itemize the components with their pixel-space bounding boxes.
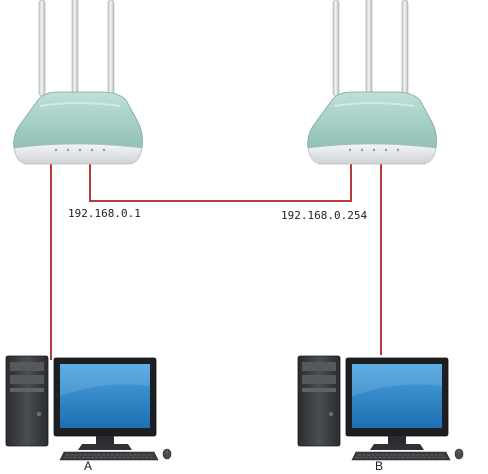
computer-a-icon (5, 355, 172, 461)
computer-b-icon (297, 355, 464, 461)
router-left-icon (12, 0, 144, 165)
cable-between-routers (89, 160, 352, 202)
computer-a-label: A (84, 459, 93, 473)
computer-b-label: B (375, 459, 384, 473)
ip-label-left: 192.168.0.1 (68, 207, 141, 220)
router-right-icon (306, 0, 438, 165)
ip-label-right: 192.168.0.254 (281, 209, 368, 222)
